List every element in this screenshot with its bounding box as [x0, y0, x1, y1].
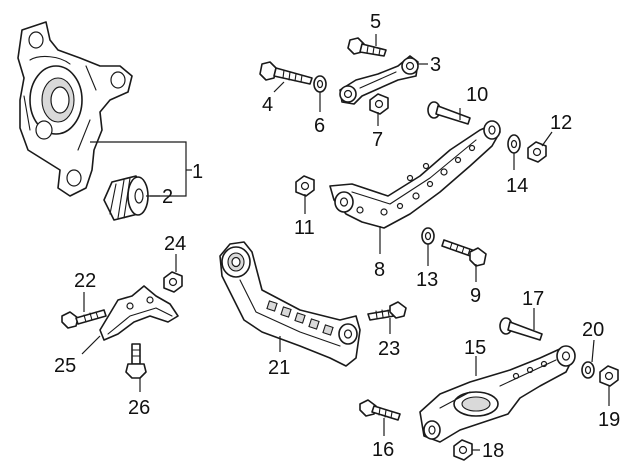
callout-15: 15	[464, 337, 486, 359]
callout-8: 8	[374, 259, 385, 281]
upper-arm-part-3[interactable]	[339, 55, 419, 105]
trailing-arm-part-21[interactable]	[219, 241, 361, 367]
callout-16: 16	[372, 439, 394, 461]
callout-7: 7	[372, 129, 383, 151]
callout-4: 4	[262, 94, 273, 116]
callout-6: 6	[314, 115, 325, 137]
callout-21: 21	[268, 357, 290, 379]
bolt-part-16[interactable]	[359, 399, 401, 421]
nut-part-7[interactable]	[369, 93, 389, 115]
callout-10: 10	[466, 84, 488, 106]
bolt-part-23[interactable]	[367, 301, 407, 321]
callout-5: 5	[370, 11, 381, 33]
callout-19: 19	[598, 409, 620, 431]
callout-3: 3	[430, 54, 441, 76]
nut-part-11[interactable]	[295, 175, 315, 197]
knuckle-part-1[interactable]	[17, 21, 133, 197]
callout-24: 24	[164, 233, 186, 255]
washer-part-6[interactable]	[313, 75, 327, 93]
bolt-part-26[interactable]	[125, 343, 147, 379]
callout-22: 22	[74, 270, 96, 292]
bolt-part-5[interactable]	[347, 37, 387, 57]
washer-part-20[interactable]	[581, 361, 595, 379]
bolt-part-10[interactable]	[427, 101, 471, 125]
callout-9: 9	[470, 285, 481, 307]
leader-4	[273, 81, 285, 93]
bolt-part-9[interactable]	[441, 239, 487, 267]
washer-part-14[interactable]	[507, 134, 521, 154]
callout-12: 12	[550, 112, 572, 134]
nut-part-19[interactable]	[599, 365, 619, 387]
leader-12	[541, 131, 553, 147]
callout-26: 26	[128, 397, 150, 419]
leader-25	[81, 335, 101, 355]
lower-arm-part-15[interactable]	[419, 345, 576, 443]
nut-part-12[interactable]	[527, 141, 547, 163]
callout-numbers: 1 2 3 4 5 6 7 8 9 10 11 12 13 14 15 16 1…	[54, 11, 620, 462]
callout-13: 13	[416, 269, 438, 291]
callout-23: 23	[378, 338, 400, 360]
callout-25: 25	[54, 355, 76, 377]
leader-1	[90, 141, 187, 197]
bolt-part-17[interactable]	[499, 317, 543, 341]
callout-2: 2	[162, 186, 173, 208]
callout-18: 18	[482, 440, 504, 462]
nut-part-18[interactable]	[453, 439, 473, 461]
bracket-part-25[interactable]	[99, 285, 179, 341]
bushing-part-2[interactable]	[103, 175, 149, 221]
leader-20	[591, 339, 595, 363]
bolt-part-4[interactable]	[259, 61, 313, 85]
washer-part-13[interactable]	[421, 227, 435, 245]
bolt-part-22[interactable]	[61, 309, 107, 329]
lower-arm-part-8[interactable]	[329, 120, 501, 229]
callout-1: 1	[192, 161, 203, 183]
callout-14: 14	[506, 175, 528, 197]
leader-lines	[81, 34, 610, 451]
callout-17: 17	[522, 288, 544, 310]
nut-part-24[interactable]	[163, 271, 183, 293]
callout-20: 20	[582, 319, 604, 341]
callout-11: 11	[294, 217, 315, 239]
